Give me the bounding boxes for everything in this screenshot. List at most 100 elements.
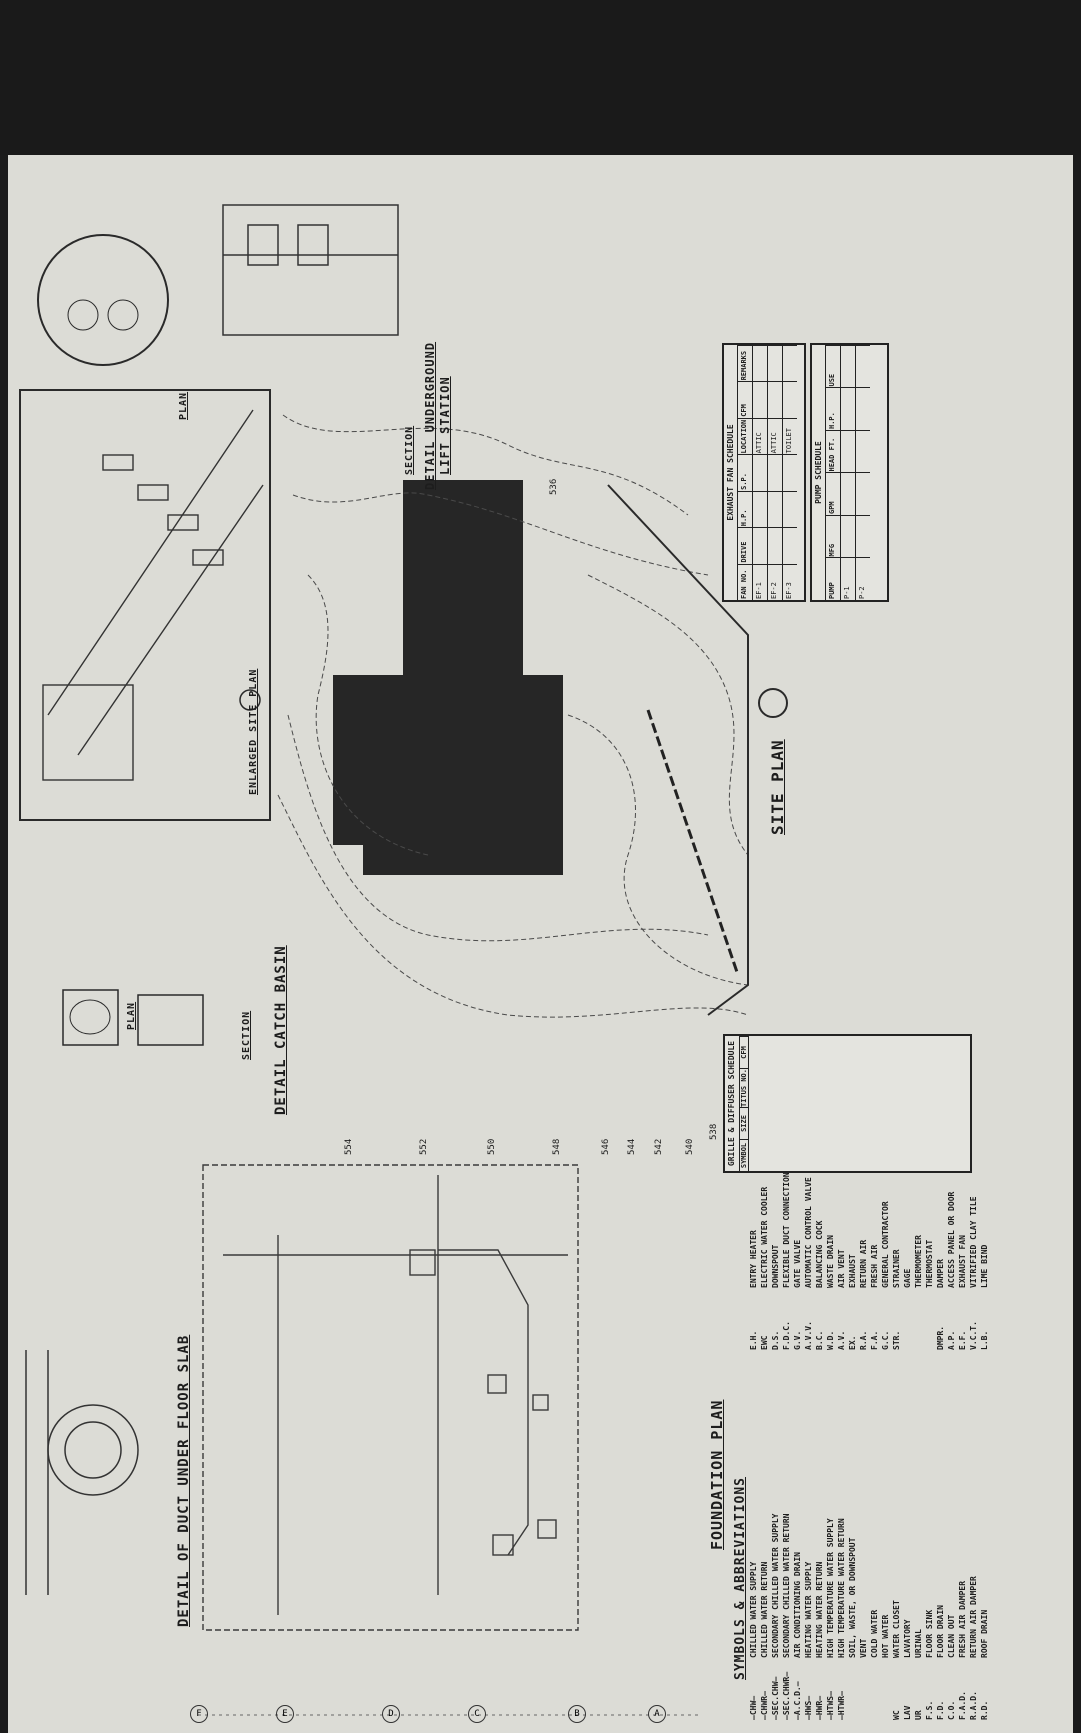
table-cell: ATTIC: [768, 417, 782, 455]
table-cell: [783, 345, 797, 382]
symbol-code: [913, 1288, 924, 1350]
detail-duct-title: DETAIL OF DUCT UNDER FLOOR SLAB: [176, 1334, 192, 1627]
symbol-row: R.D.ROOF DRAIN: [979, 1514, 990, 1720]
symbol-row: A.V.AIR VENT: [836, 1172, 847, 1350]
symbol-code: —HTWR—: [837, 1691, 846, 1720]
symbol-row: —SEC.CHW—SECONDARY CHILLED WATER SUPPLY: [770, 1514, 781, 1721]
symbol-code: —HWS—: [804, 1695, 813, 1720]
symbol-code: B.C.: [815, 1330, 824, 1350]
symbol-meaning: DOWNSPOUT: [771, 1244, 780, 1288]
symbol-row: THERMOSTAT: [924, 1172, 935, 1350]
symbol-row: —HWR— HEATING WATER RETURN: [814, 1514, 825, 1720]
north-arrow-site: [758, 688, 788, 718]
symbol-row: COLD WATER: [869, 1514, 880, 1721]
drawing-linework: [19, 204, 788, 1716]
symbol-meaning: VENT: [859, 1638, 868, 1658]
symbol-code: UR: [914, 1710, 923, 1720]
symbol-row: L.B. LIME BIND: [979, 1172, 990, 1350]
symbol-code: [869, 1658, 880, 1720]
symbol-meaning: BALANCING COCK: [815, 1220, 824, 1288]
table-cell: [856, 387, 870, 430]
table-cell: P-2: [856, 557, 870, 600]
symbol-row: F.A.D.FRESH AIR DAMPER: [957, 1514, 968, 1720]
symbol-code: G.V.: [793, 1330, 802, 1350]
symbol-meaning: GATE VALVE: [793, 1239, 802, 1288]
table-cell: [856, 345, 870, 388]
symbol-row: F.S.FLOOR SINK: [924, 1514, 935, 1720]
symbol-row: R.A.D.RETURN AIR DAMPER: [968, 1514, 979, 1720]
lift-station-title-2: LIFT STATION: [438, 376, 452, 475]
grille-schedule-title: GRILLE & DIFFUSER SCHEDULE: [727, 1040, 736, 1167]
symbol-code: W.D.: [826, 1330, 835, 1350]
contour-label: 548: [552, 1138, 562, 1155]
table-cell: PUMP: [826, 557, 840, 600]
table-row: P-2: [855, 345, 870, 600]
symbol-code: —SEC.CHWR—: [782, 1671, 791, 1720]
symbol-code: —SEC.CHW—: [771, 1676, 780, 1720]
symbol-row: DMPR.DAMPER: [935, 1172, 946, 1350]
table-cell: P-1: [841, 557, 855, 600]
symbol-meaning: VITRIFIED CLAY TILE: [969, 1196, 978, 1288]
symbol-code: E.H.: [749, 1330, 758, 1350]
symbol-meaning: HEATING WATER SUPPLY: [804, 1561, 813, 1658]
exhaust-fan-schedule-title: EXHAUST FAN SCHEDULE: [726, 424, 735, 521]
symbol-code: L.B.: [980, 1330, 989, 1350]
parking-layout: [42, 409, 264, 781]
symbol-meaning: AIR CONDITIONING DRAIN: [793, 1552, 802, 1658]
contour-label: 552: [419, 1138, 429, 1155]
contour-label: 554: [344, 1138, 354, 1155]
symbol-meaning: CHILLED WATER RETURN: [760, 1561, 769, 1658]
symbol-row: GAGE: [902, 1172, 913, 1350]
drawing-sheet: F E D C B A DETAIL OF DUCT UNDER FLOOR S…: [8, 155, 1073, 1733]
foundation-plan-title: FOUNDATION PLAN: [708, 1399, 726, 1550]
table-cell: [841, 387, 855, 430]
symbol-meaning: FLEXIBLE DUCT CONNECTION: [782, 1172, 791, 1288]
table-header-cell: TITUS NO.: [740, 1068, 748, 1107]
dark-scan-band: [0, 0, 1081, 155]
table-cell: [768, 490, 782, 528]
symbol-row: E.F.EXHAUST FAN: [957, 1172, 968, 1350]
symbol-meaning: FLOOR SINK: [925, 1609, 934, 1658]
table-cell: ATTIC: [753, 417, 767, 455]
site-plan-title: SITE PLAN: [768, 739, 787, 835]
contour-label: 542: [654, 1138, 664, 1155]
table-cell: [753, 454, 767, 491]
symbol-code: C.O.: [947, 1700, 956, 1720]
catch-basin-plan-label: PLAN: [126, 1001, 137, 1030]
pipe-run: [646, 709, 740, 976]
grid-bubble: A: [648, 1705, 666, 1723]
table-cell: [856, 472, 870, 515]
symbol-code: —HWR—: [815, 1695, 824, 1720]
symbol-row: F.D.FLOOR DRAIN: [935, 1514, 946, 1720]
contour-label: 540: [685, 1138, 695, 1155]
symbol-code: EWC: [760, 1335, 769, 1350]
lift-station-section-label: SECTION: [404, 425, 415, 475]
table-cell: GPM: [826, 472, 840, 515]
site-boundary: [607, 484, 749, 1016]
symbol-meaning: LIME BIND: [980, 1244, 989, 1288]
symbol-code: R.A.: [859, 1330, 868, 1350]
table-cell: [841, 345, 855, 388]
symbol-code: R.A.D.: [969, 1691, 978, 1720]
symbol-code: [858, 1658, 869, 1720]
symbol-meaning: HEATING WATER RETURN: [815, 1561, 824, 1658]
symbol-code: [880, 1658, 891, 1720]
contour-label: 538: [709, 1123, 719, 1140]
symbol-meaning: FRESH AIR: [870, 1244, 879, 1288]
table-cell: FAN NO.: [738, 563, 752, 600]
symbol-code: —CHWR—: [760, 1691, 769, 1720]
table-cell: CFM: [738, 381, 752, 418]
symbol-meaning: URINAL: [914, 1629, 923, 1658]
table-cell: [768, 454, 782, 491]
symbol-meaning: STRAINER: [892, 1249, 901, 1288]
contour-label: 546: [601, 1138, 611, 1155]
table-cell: [841, 430, 855, 473]
